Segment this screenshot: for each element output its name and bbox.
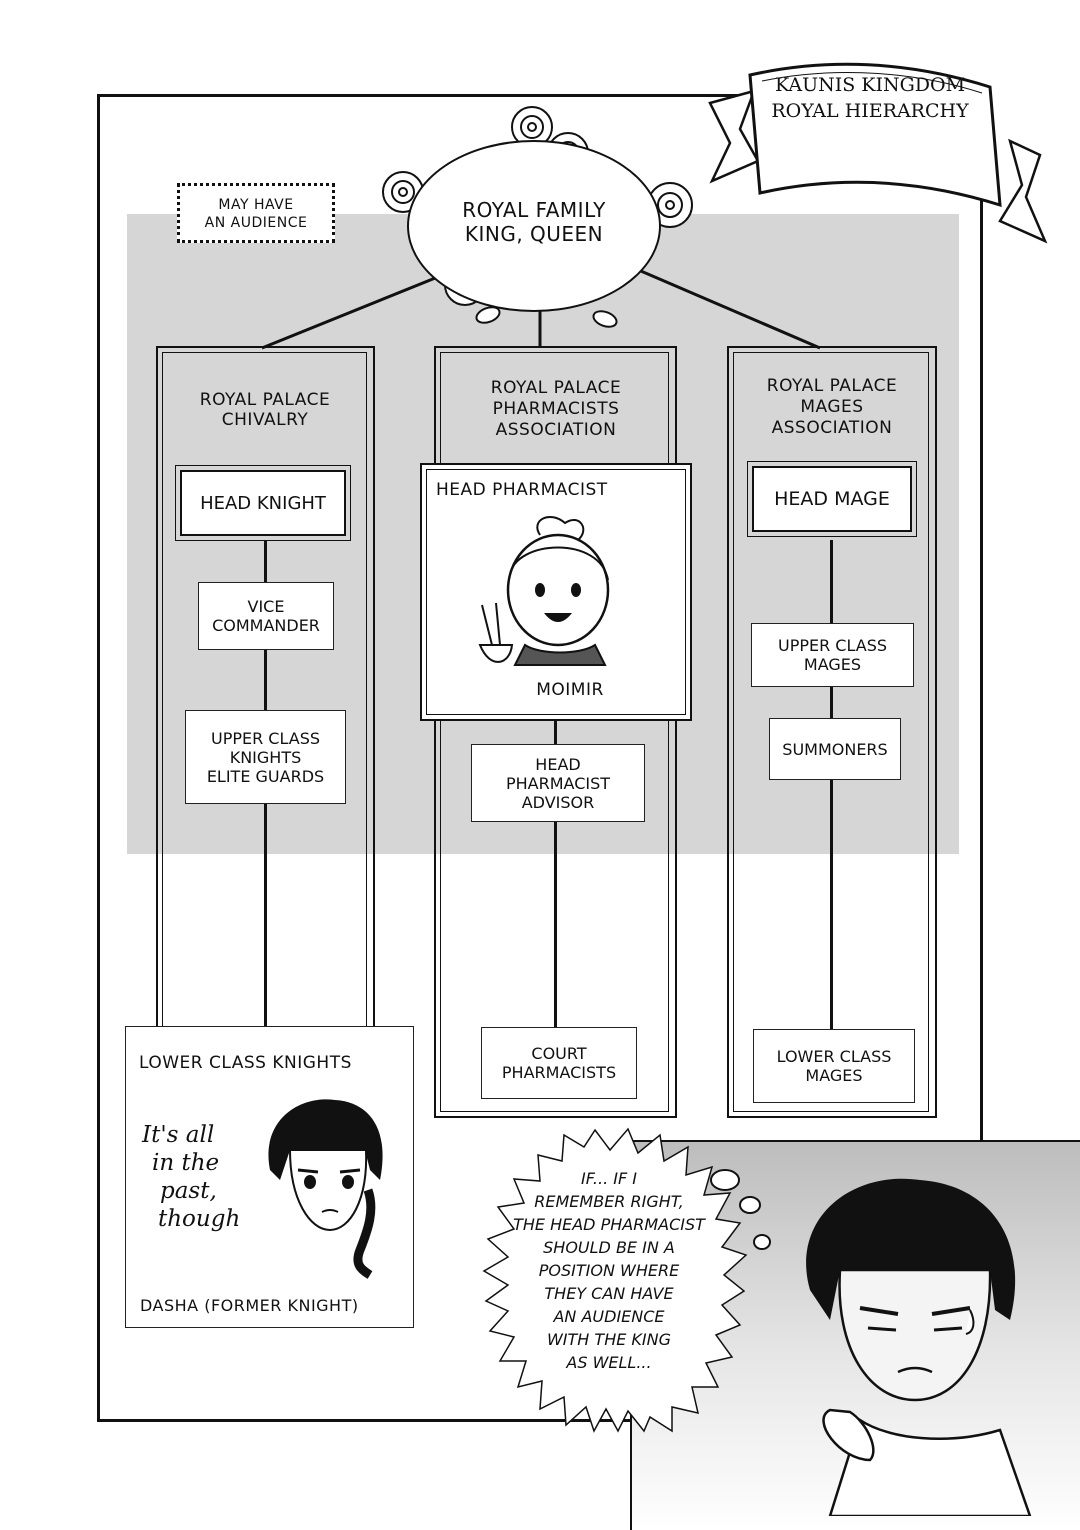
mages-title-line3: ASSOCIATION: [771, 418, 893, 438]
thought-line: REMEMBER RIGHT,: [534, 1192, 684, 1211]
banner-title-line1: KAUNIS KINGDOM: [774, 74, 966, 96]
head-pharmacist-label: HEAD PHARMACIST: [436, 480, 608, 500]
moimir-portrait: [478, 516, 610, 666]
pharmacists-title-line3: ASSOCIATION: [495, 420, 617, 440]
thought-line: WITH THE KING: [546, 1330, 671, 1349]
pharmacists-title-line1: ROYAL PALACE: [490, 378, 622, 398]
aside-line1: It's all: [142, 1122, 215, 1148]
banner-title-line2: ROYAL HIERARCHY: [771, 100, 969, 122]
pharmacists-title-line2: PHARMACISTS: [492, 399, 620, 419]
royal-family-node: [407, 140, 661, 312]
chivalry-title-line1: ROYAL PALACE: [199, 390, 331, 410]
summoners-node: SUMMONERS: [769, 718, 901, 780]
dasha-portrait: [268, 1099, 383, 1279]
title-banner-ribbon: [708, 62, 1048, 244]
audience-note-line2: AN AUDIENCE: [204, 215, 308, 231]
royal-family-line1: ROYAL FAMILY: [462, 198, 606, 222]
thought-bubble: [482, 1127, 771, 1433]
aside-line3: past,: [160, 1178, 217, 1204]
lower-class-knights-label: LOWER CLASS KNIGHTS: [139, 1053, 352, 1073]
chivalry-title-line2: CHIVALRY: [221, 410, 309, 430]
aside-line4: though: [158, 1206, 241, 1232]
royal-family-line2: KING, QUEEN: [464, 222, 604, 246]
thought-line: AS WELL...: [566, 1353, 652, 1372]
thought-line: IF... IF I: [581, 1169, 637, 1188]
thought-line: POSITION WHERE: [538, 1261, 680, 1280]
mages-column: [727, 346, 937, 1118]
thought-text: IF... IF I REMEMBER RIGHT, THE HEAD PHAR…: [486, 1167, 732, 1374]
head-mage-node: HEAD MAGE: [747, 461, 917, 537]
mages-spine: [830, 540, 833, 1030]
moimir-caption: MOIMIR: [536, 680, 604, 700]
head-knight-node: HEAD KNIGHT: [175, 465, 351, 541]
thought-line: THE HEAD PHARMACIST: [513, 1215, 705, 1234]
thought-line: AN AUDIENCE: [553, 1307, 665, 1326]
diagram-frame: [97, 94, 983, 1422]
mages-title-line2: MAGES: [800, 397, 864, 417]
mages-title-line1: ROYAL PALACE: [766, 376, 898, 396]
pharmacists-spine: [554, 720, 557, 1032]
thought-line: THEY CAN HAVE: [544, 1284, 674, 1303]
thought-line: SHOULD BE IN A: [543, 1238, 675, 1257]
dasha-caption: DASHA (FORMER KNIGHT): [140, 1296, 359, 1315]
pharmacists-column: [434, 346, 677, 1118]
audience-note-line1: MAY HAVE: [218, 197, 294, 213]
audience-note: MAY HAVE AN AUDIENCE: [177, 183, 335, 243]
thinking-character: [806, 1178, 1032, 1516]
aside-line2: in the: [152, 1150, 220, 1176]
